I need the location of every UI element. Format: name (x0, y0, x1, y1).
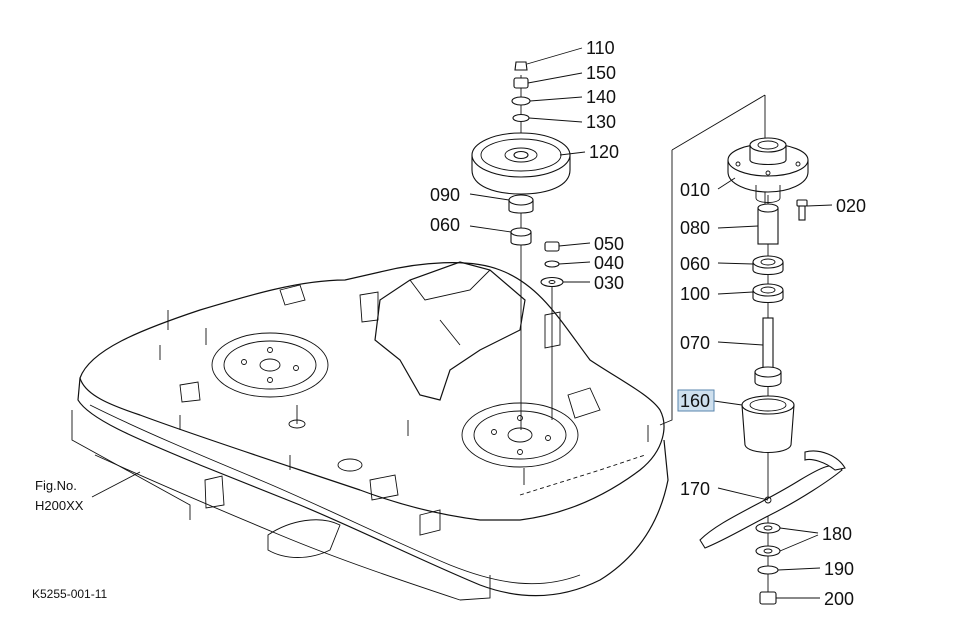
label-040: 040 (594, 253, 624, 273)
label-030: 030 (594, 273, 624, 293)
part-050-shape (544, 241, 560, 252)
label-050: 050 (594, 234, 624, 254)
part-160-shape (741, 395, 795, 454)
part-140-shape (511, 96, 531, 106)
label-160[interactable]: 160 (680, 391, 710, 411)
figure-ref-line1: Fig.No. (35, 478, 77, 493)
leader-lines (91, 47, 833, 599)
part-020-shape (796, 199, 808, 221)
diagram-code: K5255-001-11 (32, 587, 107, 601)
part-110-shape (514, 61, 528, 71)
label-160-highlight[interactable] (677, 389, 715, 412)
part-130-shape (512, 113, 530, 123)
label-060-left: 060 (430, 215, 460, 235)
part-100-shape (752, 283, 784, 304)
spindle-stack (659, 94, 846, 605)
label-200: 200 (824, 589, 854, 609)
label-060-right: 060 (680, 254, 710, 274)
part-060b-shape (752, 255, 784, 276)
part-170-shape (699, 465, 843, 549)
part-090-shape (508, 194, 534, 214)
part-030-shape (540, 276, 564, 288)
label-110: 110 (586, 38, 615, 58)
part-070-shape (754, 317, 782, 388)
mower-deck (71, 261, 669, 601)
label-090: 090 (430, 185, 460, 205)
label-170: 170 (680, 479, 710, 499)
part-200-shape (759, 591, 777, 605)
label-070: 070 (680, 333, 710, 353)
label-140: 140 (586, 87, 616, 107)
label-180: 180 (822, 524, 852, 544)
part-labels: 110 150 140 130 120 090 060 050 040 030 … (32, 38, 866, 609)
label-120: 120 (589, 142, 619, 162)
pulley-stack (471, 61, 571, 430)
label-150: 150 (586, 63, 616, 83)
part-190-shape (757, 565, 779, 575)
label-190: 190 (824, 559, 854, 579)
label-010: 010 (680, 180, 710, 200)
part-010-shape (727, 137, 809, 203)
figure-ref-line2: H200XX (35, 498, 84, 513)
part-120-shape (471, 132, 571, 195)
label-080: 080 (680, 218, 710, 238)
part-040-shape (544, 260, 560, 268)
part-060a-shape (510, 227, 532, 246)
label-100: 100 (680, 284, 710, 304)
part-080-shape (757, 203, 779, 245)
label-020: 020 (836, 196, 866, 216)
label-130: 130 (586, 112, 616, 132)
part-150-shape (513, 77, 529, 89)
